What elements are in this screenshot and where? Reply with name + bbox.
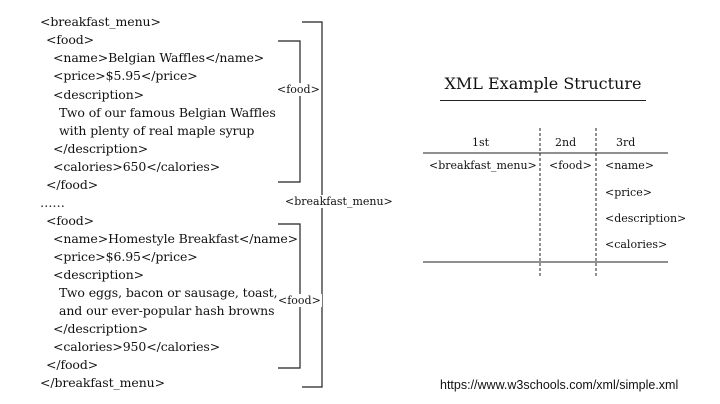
code-line: </breakfast_menu> bbox=[40, 375, 165, 390]
menu-bracket-label: <breakfast_menu> bbox=[284, 195, 394, 208]
source-url: https://www.w3schools.com/xml/simple.xml bbox=[440, 378, 679, 392]
code-line: </description> bbox=[53, 141, 149, 156]
code-line: <name>Homestyle Breakfast</name> bbox=[53, 231, 299, 246]
code-line: <description> bbox=[53, 87, 145, 102]
code-ellipsis: …… bbox=[40, 195, 65, 210]
food-bracket-bottom-label: <food> bbox=[277, 294, 322, 307]
cell-3rd: <calories> bbox=[605, 238, 668, 251]
code-line: <name>Belgian Waffles</name> bbox=[53, 50, 265, 65]
code-line: <calories>950</calories> bbox=[53, 339, 221, 354]
code-line: </description> bbox=[53, 321, 149, 336]
code-line: </food> bbox=[46, 357, 99, 372]
code-line: <price>$6.95</price> bbox=[53, 249, 198, 264]
code-line: <breakfast_menu> bbox=[40, 14, 161, 29]
cell-3rd: <name> bbox=[605, 159, 655, 172]
food-bracket-top bbox=[278, 40, 301, 183]
header-2nd: 2nd bbox=[555, 136, 577, 149]
cell-1st: <breakfast_menu> bbox=[429, 159, 537, 172]
structure-title: XML Example Structure bbox=[444, 74, 642, 93]
code-line: <price>$5.95</price> bbox=[53, 68, 198, 83]
code-line: <description> bbox=[53, 267, 145, 282]
cell-3rd: <description> bbox=[605, 212, 687, 225]
code-line: and our ever-popular hash browns bbox=[59, 303, 275, 318]
cell-2nd: <food> bbox=[549, 159, 592, 172]
code-line: <calories>650</calories> bbox=[53, 159, 221, 174]
header-3rd: 3rd bbox=[616, 136, 636, 149]
food-bracket-top-label: <food> bbox=[276, 83, 321, 96]
code-line: Two eggs, bacon or sausage, toast, bbox=[59, 285, 278, 300]
cell-3rd: <price> bbox=[605, 186, 652, 199]
code-line: <food> bbox=[46, 32, 95, 47]
title-underline bbox=[440, 100, 646, 101]
code-line: </food> bbox=[46, 177, 99, 192]
code-line: <food> bbox=[46, 213, 95, 228]
code-line: Two of our famous Belgian Waffles bbox=[59, 105, 276, 120]
code-line: with plenty of real maple syrup bbox=[59, 123, 255, 138]
header-1st: 1st bbox=[472, 136, 490, 149]
